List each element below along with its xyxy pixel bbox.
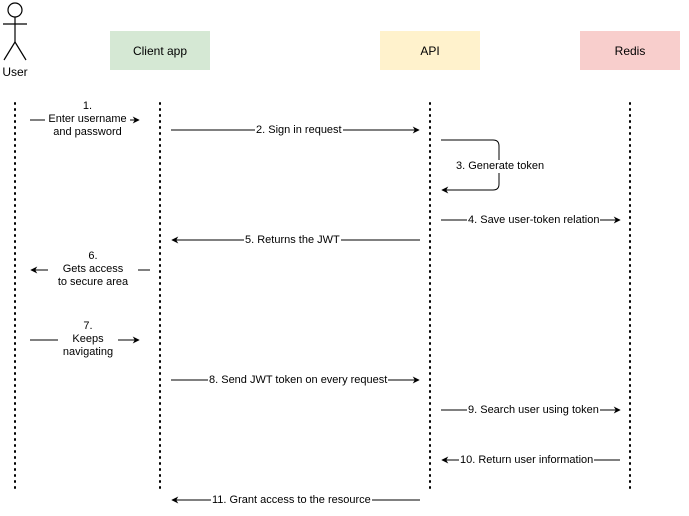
- redis-label: Redis: [614, 43, 646, 58]
- message-1-label: 1. Enter username and password: [45, 100, 130, 139]
- message-2-label: 2. Sign in request: [255, 124, 343, 137]
- user-label: User: [2, 65, 28, 79]
- message-11-label: 11. Grant access to the resource: [211, 494, 372, 507]
- message-10-label: 10. Return user information: [459, 454, 595, 467]
- api-label: API: [420, 43, 440, 58]
- message-7-label: 7. Keeps navigating: [58, 320, 118, 359]
- message-7-number: 7.: [83, 320, 93, 332]
- message-1-line-2: and password: [53, 126, 122, 138]
- message-9-label: 9. Search user using token: [467, 404, 600, 417]
- message-6-line-1: Gets access: [62, 263, 124, 275]
- api-participant: API: [380, 31, 480, 70]
- client-app-participant: Client app: [110, 31, 210, 70]
- message-5-label: 5. Returns the JWT: [244, 234, 341, 247]
- message-6-number: 6.: [88, 250, 98, 262]
- message-3-label: 3. Generate token: [455, 160, 546, 173]
- message-8-label: 8. Send JWT token on every request: [208, 374, 389, 387]
- user-actor-icon: [3, 2, 27, 61]
- message-7-line-2: navigating: [62, 346, 114, 358]
- redis-participant: Redis: [580, 31, 680, 70]
- message-6-line-2: to secure area: [57, 276, 129, 288]
- message-7-line-1: Keeps: [72, 333, 104, 345]
- message-1-line-1: Enter username: [48, 113, 127, 125]
- message-6-label: 6. Gets access to secure area: [48, 250, 138, 289]
- message-1-number: 1.: [82, 100, 93, 112]
- client-app-label: Client app: [132, 43, 188, 58]
- message-4-label: 4. Save user-token relation: [467, 214, 601, 227]
